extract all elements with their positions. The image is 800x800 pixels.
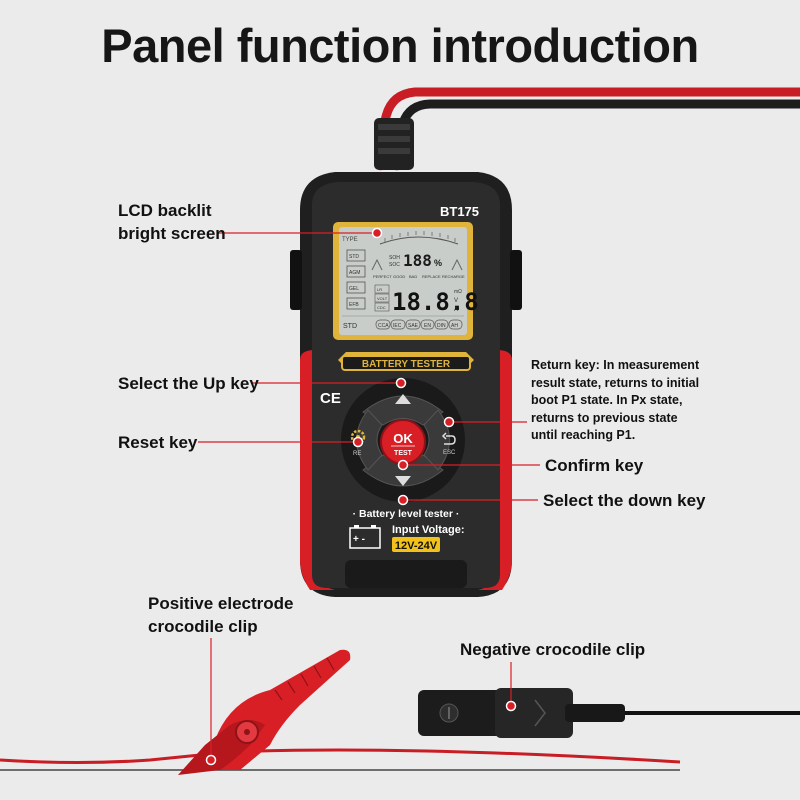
esc-label: ESC [443, 450, 456, 456]
lcd-std-sae: SAE [408, 323, 419, 329]
lcd-status-bad: BAD [409, 274, 417, 279]
lcd-percent-unit: % [434, 258, 442, 268]
return-key-callout: Return key: In measurement result state,… [531, 358, 700, 442]
return-arrow-icon[interactable] [441, 432, 456, 445]
callout-dots [205, 227, 517, 766]
voltage-badge [392, 537, 440, 552]
lcd-type-label: TYPE [342, 237, 358, 243]
ok-label: OK [393, 431, 413, 446]
lcd-unit-a: A [454, 307, 458, 313]
lcd-callout-line-1: LCD backlit [118, 201, 212, 220]
input-voltage-label: Input Voltage: [392, 524, 465, 536]
reset-small-label: RE [353, 451, 361, 457]
lcd-unit-mohm: mΩ [454, 289, 462, 295]
lcd-std-label: STD [343, 323, 357, 330]
callout-lines [198, 232, 540, 760]
lcd-tag-gel: GEL [349, 286, 359, 292]
lcd-tag-std: STD [349, 254, 359, 260]
ce-mark: CE [320, 390, 341, 407]
test-label: TEST [394, 450, 413, 457]
device-subtitle: · Battery level tester · [353, 508, 460, 520]
lcd-std-iec: IEC [393, 323, 402, 329]
lcd-mode-lr: LR [377, 287, 382, 292]
lcd-display [333, 222, 473, 340]
negative-clip-callout: Negative crocodile clip [460, 640, 646, 659]
red-wire [0, 748, 681, 764]
svg-text:+ -: + - [353, 534, 365, 545]
lcd-status-perfect: PERFECT [373, 274, 392, 279]
positive-clip-callout: Positive electrode crocodile clip [148, 594, 294, 636]
lcd-std-ah: AH [451, 323, 458, 329]
positive-clip [178, 649, 351, 775]
lcd-callout: LCD backlit bright screen [118, 199, 226, 245]
lcd-std-din: DIN [437, 323, 446, 329]
battery-icon: + - [349, 525, 381, 549]
model-label: BT175 [440, 204, 479, 219]
down-key-callout: Select the down key [543, 491, 706, 510]
lcd-unit-v: V [454, 298, 458, 304]
lcd-mode-cdc: CDC [377, 305, 386, 310]
lcd-std-en: EN [424, 323, 431, 329]
page-title: Panel function introduction [101, 19, 699, 72]
up-key-callout: Select the Up key [118, 374, 259, 393]
top-cable [374, 87, 800, 171]
lcd-tag-agm: AGM [349, 270, 360, 276]
up-arrow-icon[interactable] [395, 394, 411, 404]
reset-key-callout: Reset key [118, 433, 198, 452]
voltage-range: 12V-24V [395, 540, 438, 552]
down-arrow-icon[interactable] [395, 476, 411, 486]
lcd-status-recharge: RECHARGE [442, 274, 465, 279]
banner-text: BATTERY TESTER [362, 359, 451, 370]
lcd-status-replace: REPLACE [422, 274, 441, 279]
lcd-mode-volt: VOLT [377, 296, 388, 301]
negative-clip [418, 688, 800, 738]
lcd-soh-label: SOH [389, 255, 400, 261]
lcd-percent-value: 188 [403, 251, 432, 270]
lcd-status-good: GOOD [393, 274, 405, 279]
lcd-soc-label: SOC [389, 262, 400, 268]
lcd-callout-line-2: bright screen [118, 224, 226, 243]
lcd-main-value: 18.8.8 [392, 288, 479, 316]
lcd-tag-efb: EFB [349, 302, 359, 308]
lcd-std-cca: CCA [378, 323, 389, 329]
confirm-key-callout: Confirm key [545, 456, 644, 475]
battery-tester-banner [338, 352, 474, 371]
